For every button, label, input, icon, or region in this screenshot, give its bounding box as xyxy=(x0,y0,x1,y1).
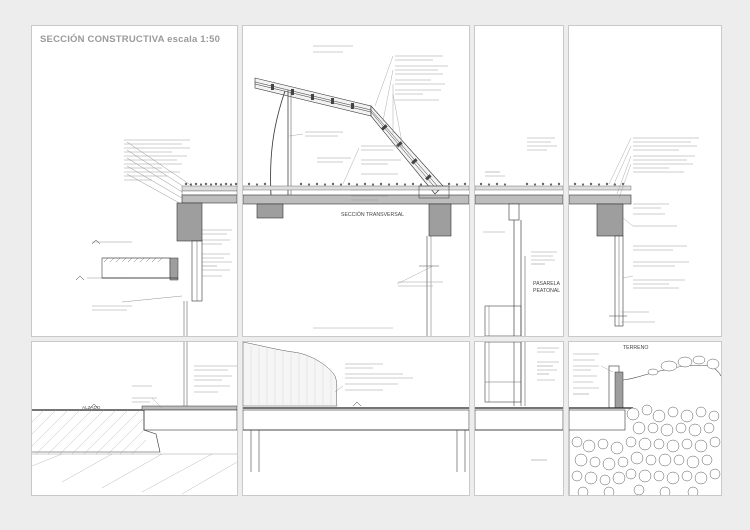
panel-top-narrow: PASARELA PEATONAL xyxy=(474,25,564,337)
panel-bottom-narrow xyxy=(474,341,564,496)
drawing-title: SECCIÓN CONSTRUCTIVA escala 1:50 xyxy=(40,34,221,45)
panel-top-right xyxy=(568,25,722,337)
label-terreno: TERRENO xyxy=(623,345,649,351)
label-alzado: ALZADO xyxy=(82,405,101,410)
section-drawing-roof xyxy=(243,45,469,336)
panel-top-left: SECCIÓN CONSTRUCTIVA escala 1:50 xyxy=(31,25,238,337)
label-pasarela: PASARELA xyxy=(533,281,561,287)
panel-bottom-center xyxy=(242,341,470,496)
section-drawing-a xyxy=(75,139,237,336)
panel-top-center: SECCIÓN TRANSVERSAL xyxy=(242,25,470,337)
label-peatonal: PEATONAL xyxy=(533,288,561,294)
section-drawing-h xyxy=(569,353,721,495)
section-drawing-c xyxy=(475,137,563,336)
section-drawing-f xyxy=(243,342,469,472)
label-seccion-transversal: SECCIÓN TRANSVERSAL xyxy=(341,212,405,218)
section-drawing-g xyxy=(475,342,563,461)
panel-bottom-left: ALZADO xyxy=(31,341,238,496)
section-drawing-d xyxy=(569,137,699,327)
panel-bottom-right: TERRENO xyxy=(568,341,722,496)
section-drawing-e xyxy=(32,342,237,495)
